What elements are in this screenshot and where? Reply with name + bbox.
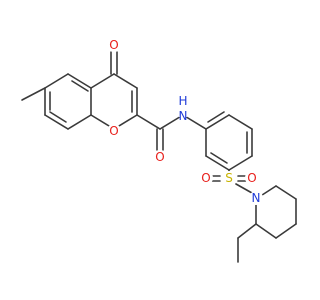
bond bbox=[235, 183, 253, 194]
bond bbox=[113, 73, 138, 89]
bond bbox=[49, 111, 67, 123]
atom-nh-h: H bbox=[178, 94, 187, 108]
bond bbox=[275, 185, 297, 200]
molecule-diagram: O O O N H S O O N bbox=[21, 38, 297, 263]
atom-s: S bbox=[225, 171, 233, 185]
bond bbox=[182, 114, 207, 130]
atom-n-piperidine: N bbox=[252, 191, 261, 205]
bond bbox=[255, 223, 277, 239]
atom-nh-n: N bbox=[179, 109, 188, 123]
bond bbox=[228, 155, 253, 171]
bond bbox=[71, 80, 89, 92]
structure-svg: O O O N H S O O N bbox=[21, 38, 297, 263]
bond bbox=[275, 223, 297, 239]
bond bbox=[207, 111, 225, 123]
bond bbox=[67, 73, 92, 89]
atom-o-amide: O bbox=[155, 150, 164, 164]
atom-o-sulfonyl-right: O bbox=[247, 171, 256, 185]
atom-o-sulfonyl-left: O bbox=[201, 171, 210, 185]
bond bbox=[21, 87, 46, 101]
bond bbox=[136, 114, 161, 130]
bond bbox=[90, 73, 115, 89]
bond bbox=[159, 114, 184, 130]
bond bbox=[44, 114, 69, 130]
bonds bbox=[21, 51, 297, 263]
bond bbox=[44, 73, 69, 89]
atom-labels: O O O N H S O O N bbox=[107, 38, 263, 205]
bond bbox=[205, 155, 230, 171]
bond bbox=[237, 223, 257, 239]
atom-o-ring: O bbox=[109, 124, 118, 138]
bond bbox=[210, 152, 228, 164]
bond bbox=[228, 114, 253, 130]
bond bbox=[205, 114, 230, 130]
atom-o-keto: O bbox=[109, 38, 118, 52]
bond bbox=[67, 114, 92, 130]
